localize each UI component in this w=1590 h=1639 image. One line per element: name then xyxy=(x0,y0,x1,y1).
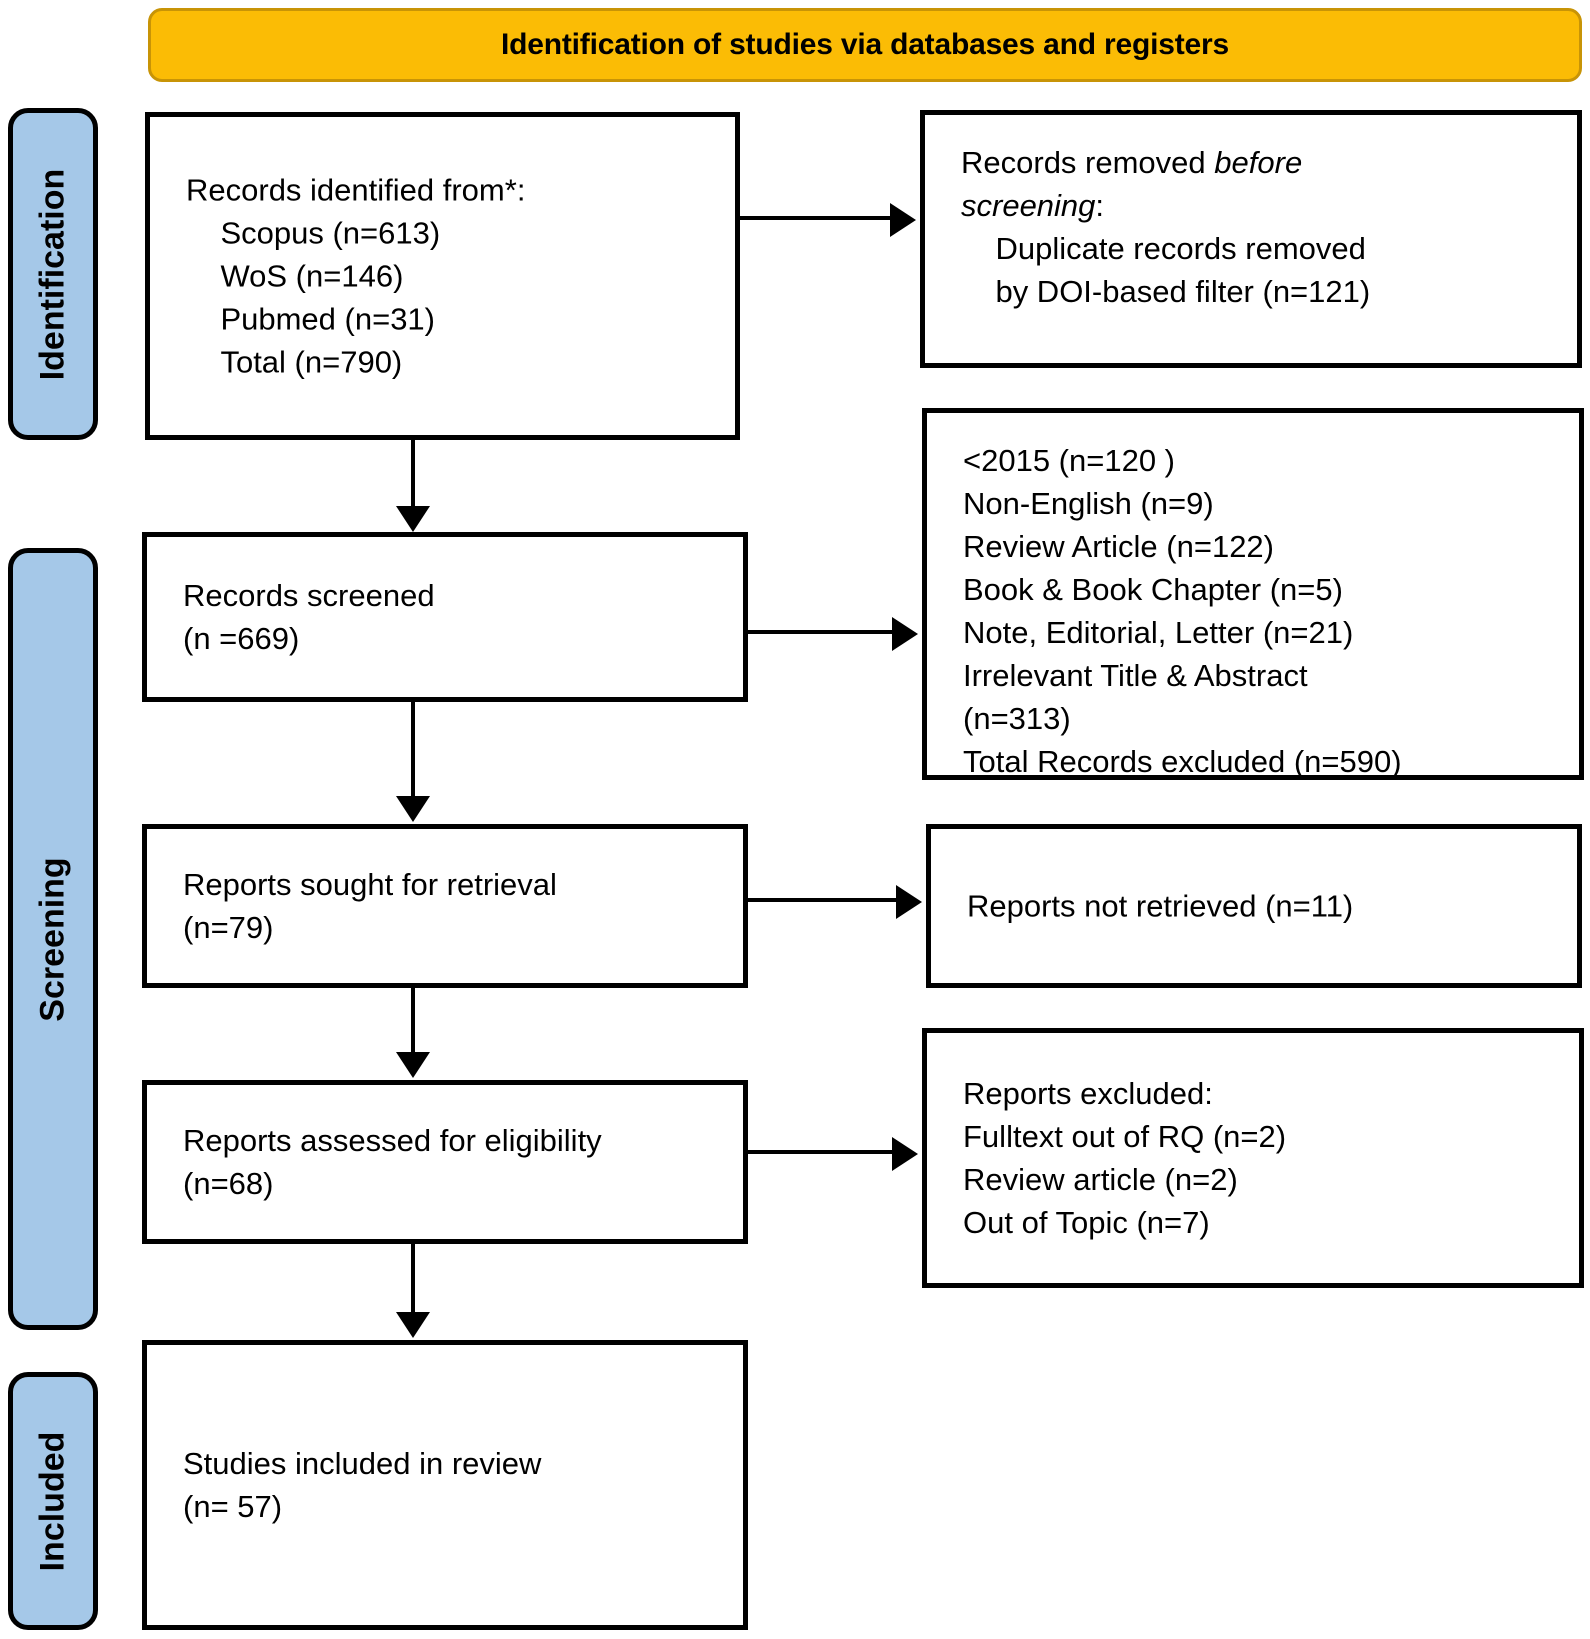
records-removed-line3: Duplicate records removed by DOI-based f… xyxy=(995,231,1371,309)
box-studies-included-in-review: Studies included in review (n= 57) xyxy=(142,1340,748,1630)
box-reports-not-retrieved: Reports not retrieved (n=11) xyxy=(926,824,1582,988)
connector-identified-to-screened xyxy=(411,440,415,510)
stage-band-included: Included xyxy=(8,1372,98,1630)
arrowhead-right-to-reports-excluded xyxy=(892,1137,918,1171)
arrowhead-right-to-excluded xyxy=(892,617,918,651)
arrowhead-down-to-sought xyxy=(396,796,430,822)
box-reports-sought-text: Reports sought for retrieval (n=79) xyxy=(183,867,557,945)
connector-sought-to-not-retrieved xyxy=(748,898,898,902)
connector-assessed-to-included xyxy=(411,1244,415,1316)
box-records-identified: Records identified from*: Scopus (n=613)… xyxy=(145,112,740,440)
records-removed-emph-before: before xyxy=(1214,145,1303,180)
connector-identified-to-removed xyxy=(740,216,892,220)
box-records-removed-text: Records removed before screening: Duplica… xyxy=(961,141,1563,313)
box-studies-included-text: Studies included in review (n= 57) xyxy=(183,1446,542,1524)
stage-label-included: Included xyxy=(33,1431,72,1571)
box-reports-not-retrieved-text: Reports not retrieved (n=11) xyxy=(967,888,1354,924)
connector-sought-to-assessed xyxy=(411,988,415,1056)
arrowhead-right-to-not-retrieved xyxy=(896,885,922,919)
stage-label-screening: Screening xyxy=(33,856,72,1022)
box-reports-assessed-for-eligibility: Reports assessed for eligibility (n=68) xyxy=(142,1080,748,1244)
box-reports-assessed-text: Reports assessed for eligibility (n=68) xyxy=(183,1123,602,1201)
box-reports-excluded-text: Reports excluded: Fulltext out of RQ (n=… xyxy=(963,1076,1287,1240)
connector-screened-to-excluded xyxy=(748,630,894,634)
records-removed-emph-screening: screening xyxy=(961,188,1096,223)
diagram-title: Identification of studies via databases … xyxy=(501,28,1229,61)
connector-screened-to-sought xyxy=(411,702,415,800)
arrowhead-down-to-assessed xyxy=(396,1052,430,1078)
records-removed-line1a: Records removed xyxy=(961,145,1215,180)
box-records-excluded-screening: <2015 (n=120 ) Non-English (n=9) Review … xyxy=(922,408,1584,780)
box-records-screened: Records screened (n =669) xyxy=(142,532,748,702)
connector-assessed-to-reports-excluded xyxy=(748,1150,894,1154)
box-reports-excluded: Reports excluded: Fulltext out of RQ (n=… xyxy=(922,1028,1584,1288)
box-records-identified-text: Records identified from*: Scopus (n=613)… xyxy=(186,172,526,380)
arrowhead-down-to-screened xyxy=(396,506,430,532)
box-records-removed-before-screening: Records removed before screening: Duplica… xyxy=(920,110,1582,368)
stage-band-screening: Screening xyxy=(8,548,98,1330)
arrowhead-right-to-removed xyxy=(890,203,916,237)
box-records-excluded-screening-text: <2015 (n=120 ) Non-English (n=9) Review … xyxy=(963,443,1402,779)
records-removed-colon: : xyxy=(1095,188,1105,223)
diagram-header-banner: Identification of studies via databases … xyxy=(148,8,1582,82)
stage-label-identification: Identification xyxy=(33,168,72,380)
stage-band-identification: Identification xyxy=(8,108,98,440)
box-reports-sought-for-retrieval: Reports sought for retrieval (n=79) xyxy=(142,824,748,988)
arrowhead-down-to-included xyxy=(396,1312,430,1338)
box-records-screened-text: Records screened (n =669) xyxy=(183,578,435,656)
